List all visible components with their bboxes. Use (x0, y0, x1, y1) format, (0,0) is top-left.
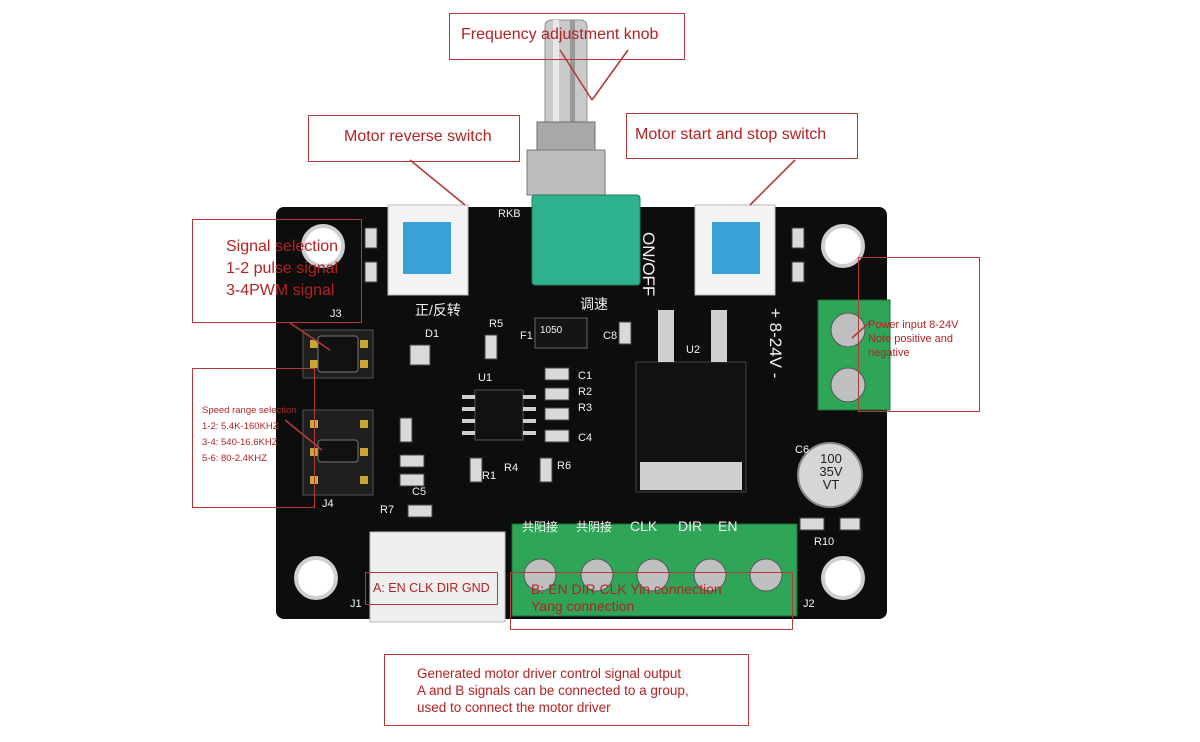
pointer-lines (284, 49, 871, 451)
callout-connector-a: A: EN CLK DIR GND (365, 572, 498, 605)
silk-voltage: + 8-24V - (766, 308, 785, 379)
smd-parts (364, 227, 861, 531)
silk-ref-c5: C5 (412, 486, 427, 498)
jumpers (317, 335, 359, 463)
silk-ref-d1: D1 (425, 328, 440, 340)
silk-ref-u2: U2 (686, 344, 701, 356)
silk-ref-j1: J1 (350, 598, 362, 610)
silk-ref-j2: J2 (803, 598, 815, 610)
silk-ref-c4: C4 (578, 432, 593, 444)
silk-dir: DIR (678, 518, 703, 534)
silk-ref-c1: C1 (578, 370, 593, 382)
output-terminal-shape (511, 523, 798, 617)
silk-common-anode: 共阳接 (522, 520, 559, 534)
silk-ref-f1: F1 (520, 330, 533, 342)
callout-start-stop-switch: Motor start and stop switch (626, 113, 858, 159)
silk-ref-r2: R2 (578, 386, 593, 398)
silk-common-cathode: 共阴接 (576, 520, 613, 534)
potentiometer-body (531, 194, 641, 286)
ic-chip (462, 389, 536, 441)
silk-speed-cn: 调速 (580, 296, 608, 312)
silk-ref-rkb: RKB (498, 208, 521, 220)
callout-reverse-switch: Motor reverse switch (308, 115, 520, 162)
capacitor-shape (797, 442, 863, 508)
connector-a-shape (369, 531, 506, 623)
start-stop-switch-shape (694, 204, 776, 296)
regulator-shape (635, 310, 747, 493)
silk-pin-labels: EN (718, 518, 738, 534)
mounting-holes (294, 224, 865, 600)
silk-ref-r5: R5 (489, 318, 504, 330)
silk-chip-code: 1050 (540, 325, 563, 336)
silk-ref-r3: R3 (578, 402, 593, 414)
callout-frequency-knob: Frequency adjustment knob (449, 13, 685, 60)
callout-connector-b: B: EN DIR CLK Yin connection Yang connec… (510, 572, 793, 630)
silk-clk: CLK (630, 518, 658, 534)
silk-ref-c6: C6 (795, 444, 810, 456)
callout-power-input: Power input 8-24V Note positive and nega… (858, 257, 980, 412)
silk-ref-u1: U1 (478, 372, 493, 384)
silk-ref-r7: R7 (380, 504, 395, 516)
silk-ref-c8: C8 (603, 330, 618, 342)
silk-ref-r10: R10 (814, 536, 835, 548)
callout-signal-selection: Signal selection 1-2 pulse signal 3-4PWM… (192, 219, 362, 323)
reverse-switch-shape (387, 204, 469, 296)
silk-ref-r1: R1 (482, 470, 497, 482)
power-terminal-shape (817, 299, 891, 411)
knob-shaft (526, 19, 606, 196)
callout-speed-range: Speed range selection 1-2: 5.4K-160KHZ 3… (192, 368, 315, 508)
fuse-shape (534, 317, 588, 349)
silk-ref-r4: R4 (504, 462, 519, 474)
silk-ref-j4: J4 (322, 498, 334, 510)
silk-ref-r6: R6 (557, 460, 572, 472)
silk-dir-cn: 正/反转 (415, 302, 461, 318)
silk-ref-j3: J3 (330, 308, 342, 320)
callout-output: Generated motor driver control signal ou… (384, 654, 749, 726)
silk-on-off: ON/OFF (639, 232, 658, 297)
